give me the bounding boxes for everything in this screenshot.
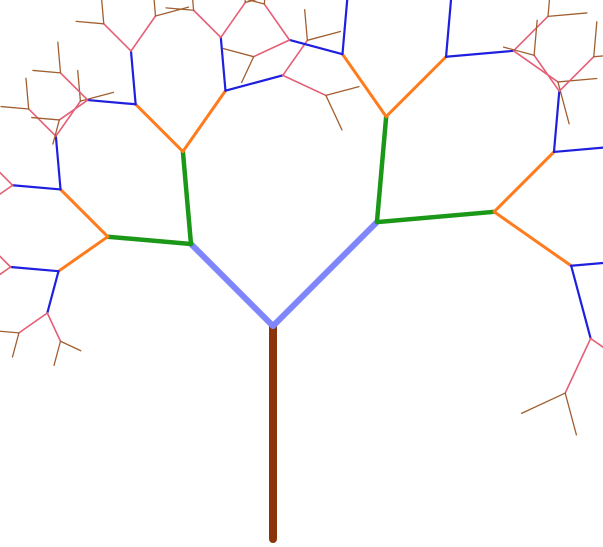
tree-branch-level-3: [494, 152, 554, 212]
tree-branch-level-6: [594, 53, 603, 56]
tree-branch-level-6: [326, 87, 359, 96]
tree-branch-level-2: [377, 117, 386, 222]
tree-branch-level-6: [33, 70, 61, 72]
tree-branch-level-2: [183, 152, 191, 244]
tree-branch-level-6: [223, 49, 254, 57]
tree-branch-level-6: [522, 393, 566, 413]
tree-branch-level-6: [101, 0, 104, 24]
tree-branch-level-4: [47, 271, 58, 313]
tree-branch-level-2: [108, 237, 191, 244]
tree-branch-level-6: [326, 95, 342, 129]
tree-branch-level-4: [289, 40, 342, 54]
tree-branch-level-6: [32, 118, 60, 120]
tree-branch-level-5: [565, 338, 590, 393]
tree-branch-level-6: [153, 0, 156, 16]
tree-branch-level-4: [446, 0, 451, 57]
tree-branch-level-4: [571, 266, 590, 339]
tree-branch-level-6: [565, 393, 576, 435]
tree-branch-level-4: [225, 75, 282, 90]
tree-branch-level-4: [56, 136, 61, 189]
tree-branch-level-6: [78, 71, 81, 102]
tree-branch-level-5: [559, 57, 593, 91]
tree-branch-level-5: [59, 100, 87, 120]
tree-branch-level-3: [494, 212, 571, 266]
tree-branch-level-3: [136, 104, 183, 151]
tree-branch-level-3: [59, 237, 108, 271]
tree-branch-level-5: [534, 55, 559, 91]
tree-branch-level-6: [242, 57, 254, 83]
tree-branch-level-5: [591, 338, 603, 369]
tree-branch-level-4: [13, 185, 61, 189]
tree-branch-level-5: [131, 16, 156, 51]
tree-branch-level-1: [273, 222, 377, 326]
tree-branch-level-3: [61, 189, 108, 236]
tree-branch-level-4: [571, 260, 603, 266]
tree-branch-level-6: [0, 330, 19, 332]
tree-branch-level-4: [554, 146, 603, 152]
tree-branch-level-5: [221, 2, 246, 37]
tree-branch-level-4: [131, 51, 136, 104]
tree-branch-level-2: [377, 212, 494, 222]
tree-branch-level-1: [191, 244, 273, 326]
tree-branch-level-4: [88, 100, 136, 104]
tree-branch-level-6: [558, 79, 597, 82]
tree-branch-level-5: [0, 267, 11, 287]
tree-branch-level-6: [305, 10, 308, 41]
tree-branch-level-4: [554, 91, 559, 152]
tree-branch-level-5: [61, 73, 88, 100]
tree-branch-level-6: [12, 333, 18, 357]
tree-branch-level-6: [558, 82, 569, 124]
tree-branch-level-4: [11, 267, 59, 271]
tree-branch-level-6: [307, 31, 340, 40]
tree-branch-level-5: [283, 75, 326, 95]
tree-branch-level-6: [264, 0, 267, 4]
tree-branch-level-4: [221, 37, 226, 90]
tree-branch-level-6: [76, 21, 104, 23]
tree-branch-level-5: [29, 109, 56, 136]
tree-branch-level-5: [19, 313, 47, 333]
tree-branch-level-6: [60, 341, 80, 350]
tree-branch-level-6: [548, 13, 587, 16]
tree-branch-level-4: [446, 51, 513, 57]
tree-branch-level-3: [183, 91, 226, 152]
tree-branch-level-6: [1, 107, 29, 109]
tree-branch-level-6: [26, 78, 29, 109]
tree-branch-level-5: [264, 4, 289, 40]
tree-branch-level-5: [254, 40, 290, 57]
tree-branch-level-3: [342, 54, 386, 116]
tree-branch-level-4: [342, 0, 347, 54]
tree-branch-level-5: [47, 313, 60, 341]
tree-branch-level-5: [194, 10, 221, 37]
tree-branch-level-5: [514, 16, 548, 50]
tree-branch-level-6: [58, 42, 61, 73]
tree-branch-level-6: [54, 341, 60, 365]
tree-branch-level-5: [0, 185, 13, 205]
tree-branch-level-6: [191, 0, 194, 10]
tree-branch-level-5: [104, 24, 131, 51]
tree-branch-level-6: [548, 0, 551, 16]
tree-branch-level-5: [0, 158, 13, 185]
tree-branch-level-6: [534, 20, 537, 55]
tree-branch-level-5: [283, 40, 308, 75]
tree-branch-level-6: [594, 22, 597, 57]
tree-branch-level-5: [56, 101, 81, 136]
tree-branch-level-5: [514, 51, 558, 82]
tree-branch-level-5: [0, 240, 11, 267]
tree-branch-level-3: [386, 57, 446, 117]
